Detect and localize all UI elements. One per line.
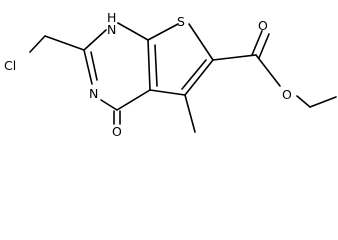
- bond-c2-n1: [83, 29, 107, 51]
- bond-c4-c4a: [116, 89, 151, 111]
- bond-c-oester: [255, 54, 281, 87]
- bond-c4a-c7a-double: [154, 44, 158, 87]
- bond-c5-c4a: [149, 89, 186, 96]
- bond-c6-c5: [184, 59, 214, 96]
- bond-c7a-s: [147, 23, 179, 41]
- bond-ch2-c2: [44, 35, 85, 51]
- chemical-structure: Cl H N N S O O O: [4, 10, 337, 139]
- bond-n1-c7a: [117, 22, 149, 41]
- sulfur-label: S: [177, 14, 185, 29]
- ester-oxygen-label: O: [282, 87, 292, 102]
- bond-c6-c5-double: [181, 59, 207, 90]
- chlorine-label: Cl: [4, 58, 16, 73]
- bond-oester-ch2: [296, 95, 311, 108]
- bond-cl-ch2: [29, 35, 46, 53]
- bond-c2-n3: [83, 49, 93, 85]
- bond-c5-methyl: [184, 94, 196, 133]
- keto-oxygen-label: O: [112, 124, 122, 139]
- bond-c-o-double-b: [258, 33, 270, 59]
- atom-labels: Cl H N N S O O O: [4, 10, 292, 139]
- bond-n3-c4: [100, 99, 118, 111]
- nitrogen-1-label: N: [107, 22, 116, 37]
- bond-s-c6: [188, 23, 214, 61]
- structure-canvas: Cl H N N S O O O: [4, 10, 337, 139]
- nh-hydrogen-label: H: [107, 10, 116, 25]
- bond-c2-n3-double: [90, 51, 98, 81]
- carbonyl-oxygen-label: O: [258, 18, 268, 33]
- bond-c6-ccarbonyl: [212, 54, 257, 61]
- bond-ch2-ch3: [309, 96, 337, 108]
- bond-c4a-c7a: [147, 39, 151, 91]
- nitrogen-3-label: N: [89, 86, 98, 101]
- bonds: [29, 22, 337, 133]
- bond-c-o-double-a: [251, 30, 263, 56]
